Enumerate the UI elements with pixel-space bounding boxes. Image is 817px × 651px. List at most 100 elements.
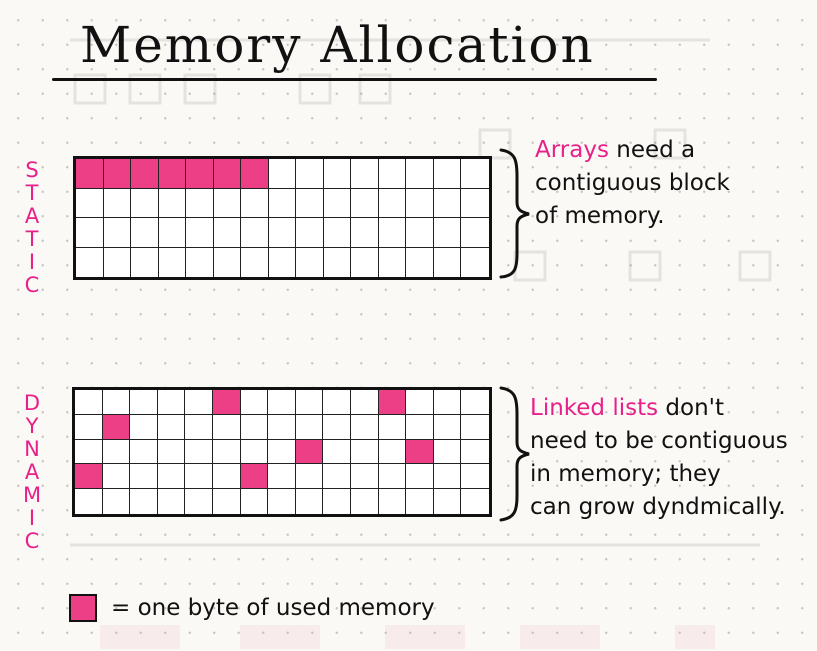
dynamic-empty-cell [185,439,213,465]
dynamic-empty-cell [295,464,324,490]
dynamic-empty-cell [75,390,103,415]
static-empty-cell [406,159,434,189]
dynamic-empty-cell [75,414,103,440]
static-empty-cell [241,218,269,248]
static-empty-cell [159,247,187,277]
static-empty-cell [296,159,324,189]
dynamic-empty-cell [102,390,131,415]
static-empty-cell [351,188,379,218]
dynamic-empty-cell [406,414,434,440]
dynamic-empty-cell [185,489,213,514]
dynamic-empty-cell [213,464,241,490]
static-note-line1: need a [608,137,696,163]
static-used-cell [213,159,242,189]
dynamic-empty-cell [240,439,269,465]
dynamic-empty-cell [378,464,407,490]
dynamic-empty-cell [433,414,462,440]
static-empty-cell [461,248,489,278]
static-empty-cell [214,247,242,277]
dynamic-empty-cell [351,464,379,490]
dynamic-empty-cell [130,489,158,514]
dynamic-empty-cell [185,390,213,415]
dynamic-empty-cell [157,439,186,465]
static-empty-cell [406,188,434,218]
dynamic-empty-cell [185,414,213,440]
title-underline [52,78,657,81]
static-empty-cell [351,218,379,248]
dynamic-empty-cell [433,390,462,415]
dynamic-used-cell [75,464,103,490]
static-empty-cell [296,218,324,248]
dynamic-label-letter: D [23,391,41,415]
static-empty-cell [186,247,214,277]
dynamic-label-letter: C [24,529,40,553]
static-brace [499,148,530,279]
dynamic-used-cell [240,464,269,490]
static-empty-cell [186,188,214,218]
dynamic-empty-cell [379,489,407,514]
static-empty-cell [378,159,407,189]
static-empty-cell [76,188,104,218]
static-empty-cell [406,218,434,248]
dynamic-empty-cell [157,414,186,440]
dynamic-empty-cell [378,414,407,440]
static-empty-cell [213,218,242,248]
dynamic-empty-cell [351,439,379,465]
dynamic-note-line3: in memory; they [530,461,721,487]
static-empty-cell [241,247,269,277]
dynamic-label-letter: N [24,437,40,461]
dynamic-empty-cell [351,489,379,514]
dynamic-empty-cell [434,489,462,514]
legend-swatch [69,594,97,622]
dynamic-empty-cell [102,439,131,465]
dynamic-empty-cell [296,489,324,514]
dynamic-brace [499,386,530,522]
static-used-cell [131,159,159,189]
static-note-line2: contiguous block [535,170,730,196]
dynamic-label-letter: A [24,460,40,484]
dynamic-empty-cell [213,439,241,465]
static-empty-cell [103,188,132,218]
dynamic-label-letter: I [28,506,36,530]
dynamic-used-cell [378,390,407,415]
dynamic-empty-cell [240,390,269,415]
dynamic-empty-cell [213,414,241,440]
static-empty-cell [433,159,462,189]
static-empty-cell [323,218,352,248]
static-empty-cell [461,159,489,189]
static-empty-cell [296,247,324,277]
dynamic-empty-cell [75,489,103,514]
dynamic-empty-cell [268,390,296,415]
dynamic-empty-cell [268,414,296,440]
static-empty-cell [461,189,489,218]
static-empty-cell [351,247,379,277]
dynamic-empty-cell [103,489,131,514]
dynamic-empty-cell [461,390,489,415]
dynamic-empty-cell [323,390,351,415]
static-empty-cell [351,159,379,189]
dynamic-empty-cell [241,489,269,514]
dynamic-empty-cell [158,489,186,514]
dynamic-used-cell [213,390,241,415]
dynamic-note-line4: can grow dyndmically. [530,494,786,520]
static-empty-cell [461,218,489,248]
static-empty-cell [158,188,187,218]
dynamic-empty-cell [102,464,131,490]
dynamic-empty-cell [461,415,489,440]
dynamic-empty-cell [130,439,158,465]
static-empty-cell [379,247,407,277]
dynamic-label-letter: Y [25,414,39,438]
static-empty-cell [433,218,462,248]
dynamic-empty-cell [295,414,324,440]
dynamic-empty-cell [378,439,407,465]
dynamic-empty-cell [433,464,462,490]
static-empty-cell [76,247,104,277]
static-empty-cell [406,247,434,277]
static-empty-cell [268,218,297,248]
static-empty-cell [269,247,297,277]
static-empty-cell [378,188,407,218]
dynamic-empty-cell [406,489,434,514]
